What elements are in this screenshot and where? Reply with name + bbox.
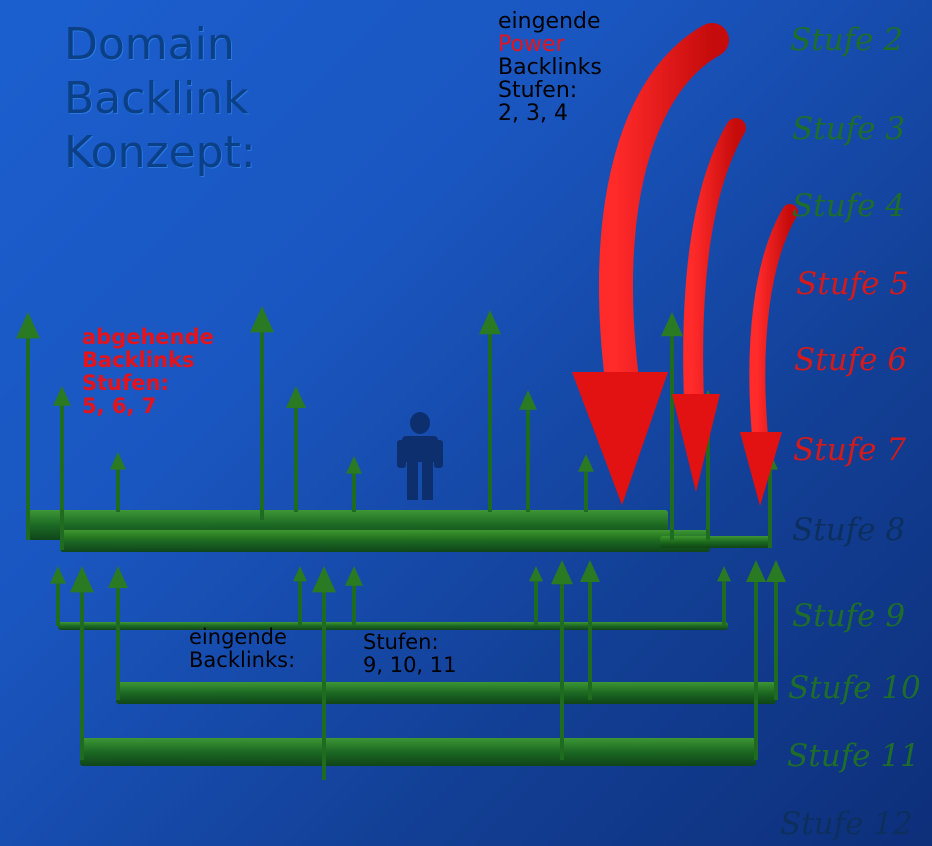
green-bar xyxy=(80,738,756,766)
green-arrow-head xyxy=(529,566,543,582)
green-bar xyxy=(660,536,770,548)
red-arrow-head xyxy=(740,432,782,506)
green-arrow-head xyxy=(16,312,40,339)
green-arrow-head xyxy=(578,454,594,472)
red-arrows xyxy=(572,23,798,506)
diagram-title: Domain Backlink Konzept: xyxy=(64,18,256,180)
incoming-power-line-5: 2, 3, 4 xyxy=(498,101,568,126)
green-arrow-head xyxy=(346,456,362,474)
green-bars xyxy=(28,510,776,766)
title-line-1: Domain xyxy=(64,19,235,70)
incoming-power-note: eingende Power Backlinks Stufen: 2, 3, 4 xyxy=(498,10,602,125)
incoming-lower-left-line-2: Backlinks: xyxy=(189,648,296,672)
incoming-lower-left-line-1: eingende xyxy=(189,625,287,649)
green-arrow-head xyxy=(746,560,766,582)
outgoing-note: abgehende Backlinks Stufen: 5, 6, 7 xyxy=(82,326,214,418)
green-arrow-head xyxy=(50,566,66,584)
green-arrow-head xyxy=(53,386,71,406)
green-bar xyxy=(58,622,728,630)
red-arrow-head xyxy=(672,394,720,492)
title-line-2: Backlink xyxy=(64,73,249,124)
incoming-lower-right-line-2: 9, 10, 11 xyxy=(363,653,457,677)
green-arrow-head xyxy=(580,560,600,582)
red-arrow-shaft xyxy=(749,204,798,444)
incoming-power-line-4: Stufen: xyxy=(498,78,578,103)
green-bar xyxy=(116,682,776,704)
incoming-lower-right-line-1: Stufen: xyxy=(363,630,439,654)
green-arrow-head xyxy=(70,566,94,593)
incoming-power-line-1: eingende xyxy=(498,9,601,34)
green-arrow-head xyxy=(293,566,307,582)
green-arrow-head xyxy=(250,306,274,333)
green-arrow-head xyxy=(717,566,731,582)
green-arrow-head xyxy=(345,566,363,586)
green-bar xyxy=(60,530,710,552)
outgoing-line-3: Stufen: xyxy=(82,371,169,395)
outgoing-line-2: Backlinks xyxy=(82,348,195,372)
person-icon xyxy=(397,412,443,500)
outgoing-line-1: abgehende xyxy=(82,325,214,349)
green-arrow-head xyxy=(286,386,306,408)
red-arrow-shaft xyxy=(683,118,746,410)
green-arrow-head xyxy=(110,452,126,470)
incoming-lower-note-right: Stufen: 9, 10, 11 xyxy=(363,631,457,677)
incoming-power-line-3: Backlinks xyxy=(498,55,602,80)
red-arrow-shaft xyxy=(599,23,729,397)
green-arrow-head xyxy=(479,310,501,335)
red-arrow-head xyxy=(572,372,668,505)
green-arrow-head xyxy=(766,560,786,582)
green-arrow-head xyxy=(312,566,336,593)
incoming-lower-note-left: eingende Backlinks: xyxy=(189,626,295,672)
incoming-power-line-2: Power xyxy=(498,32,565,57)
green-arrows xyxy=(16,306,786,780)
title-line-3: Konzept: xyxy=(64,127,256,178)
green-arrow-head xyxy=(661,312,683,337)
green-arrow-head xyxy=(519,390,537,410)
green-arrow-head xyxy=(108,566,128,588)
green-arrow-head xyxy=(551,560,573,585)
outgoing-line-4: 5, 6, 7 xyxy=(82,394,157,418)
